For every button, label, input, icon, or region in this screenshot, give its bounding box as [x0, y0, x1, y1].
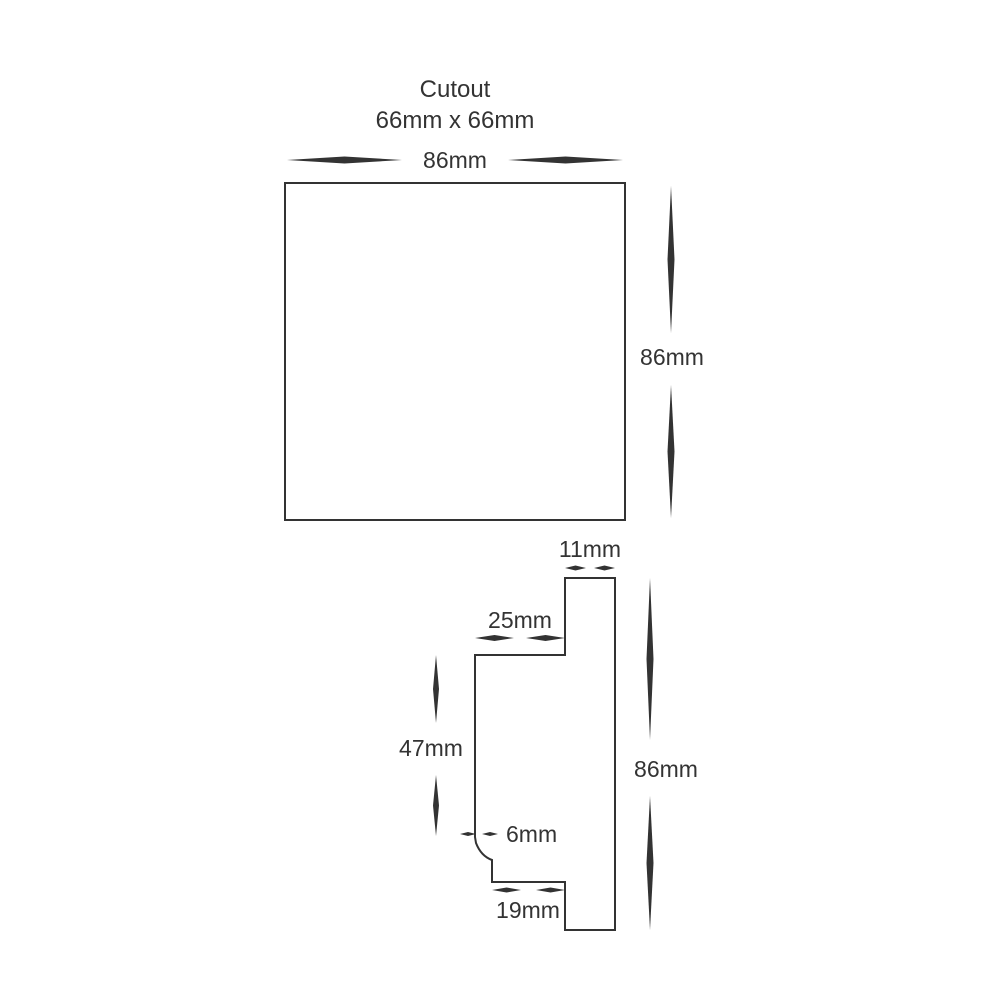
side-total-height-label: 86mm — [634, 756, 698, 782]
side-top-depth-label: 11mm — [559, 536, 621, 562]
side-step-arrow-left — [460, 832, 476, 836]
side-profile-outline — [474, 577, 616, 931]
cutout-title: Cutout — [420, 76, 491, 103]
side-lower-depth-label: 19mm — [496, 897, 560, 923]
side-upper-depth-arrow-right — [526, 635, 565, 641]
side-step-label: 6mm — [506, 821, 557, 847]
side-upper-height-arrow-bottom — [433, 775, 439, 836]
front-height-label: 86mm — [640, 344, 704, 370]
front-width-arrow-left — [287, 156, 402, 164]
side-total-height-arrow-bottom — [646, 796, 654, 930]
side-upper-depth-label: 25mm — [488, 607, 552, 633]
front-view-square — [284, 182, 626, 521]
side-upper-height-arrow-top — [433, 655, 439, 723]
front-width-label: 86mm — [423, 147, 487, 173]
side-upper-depth-arrow-left — [475, 635, 514, 641]
side-top-depth-arrow-right — [594, 565, 615, 571]
side-lower-depth-arrow-left — [492, 887, 521, 893]
side-top-depth-arrow-left — [565, 565, 586, 571]
front-width-arrow-right — [508, 156, 623, 164]
side-upper-height-label: 47mm — [399, 735, 463, 761]
front-height-arrow-top — [667, 186, 675, 333]
front-height-arrow-bottom — [667, 385, 675, 518]
side-total-height-arrow-top — [646, 578, 654, 740]
side-lower-depth-arrow-right — [536, 887, 565, 893]
side-step-arrow-right — [482, 832, 498, 836]
cutout-dimensions: 66mm x 66mm — [376, 107, 535, 134]
